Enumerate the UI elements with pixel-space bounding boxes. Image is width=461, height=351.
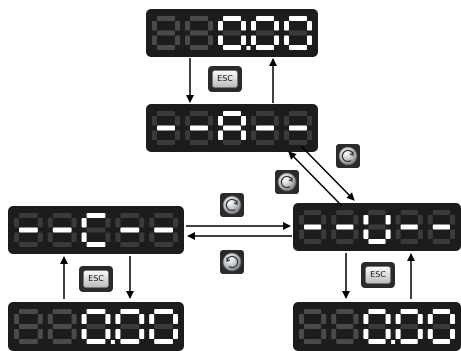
digit-2 [185,16,213,50]
digit-2 [47,213,77,247]
digit-5 [149,309,178,344]
digit-3 [81,309,115,344]
display-bottom-left [8,302,184,351]
digit-1 [14,213,43,247]
display-mode-u [293,203,461,251]
decimal-point [246,46,251,50]
digit-4 [251,16,279,50]
segment-digits [152,111,312,145]
segment-digits [14,213,178,247]
digit-1 [152,16,180,50]
esc-button-left[interactable]: ESC [79,266,113,292]
decimal-point [110,340,115,344]
knob-rotate-icon[interactable] [220,193,244,217]
digit-4 [251,111,279,145]
digit-2 [331,210,359,244]
digit-1 [152,111,180,145]
knob-rotate-icon[interactable] [220,250,244,274]
digit-4 [395,309,423,344]
digit-1 [299,210,327,244]
digit-5 [284,16,312,50]
digit-4 [395,210,423,244]
digit-1 [299,309,327,344]
digit-3 [363,210,391,244]
segment-digits [299,210,455,244]
digit-2 [331,309,359,344]
display-mode-c [8,206,184,254]
display-top [146,9,318,57]
digit-2 [47,309,77,344]
knob-graphic [338,146,358,166]
digit-5 [284,111,312,145]
digit-1 [14,309,43,344]
esc-button-top[interactable]: ESC [208,66,242,92]
digit-2 [185,111,213,145]
decimal-point [391,340,396,344]
esc-button-label: ESC [365,266,391,284]
digit-4 [115,309,145,344]
esc-button-label: ESC [83,270,109,288]
knob-graphic [277,172,297,192]
digit-5 [427,210,455,244]
knob-rotate-icon[interactable] [275,170,299,194]
knob-graphic [222,252,242,272]
digit-3 [218,16,251,50]
segment-digits [152,16,312,50]
segment-digits [14,309,178,344]
digit-4 [115,213,145,247]
digit-5 [149,213,178,247]
display-mode-a [146,104,318,152]
digit-3 [363,309,396,344]
knob-graphic [222,195,242,215]
segment-digits [299,309,455,344]
digit-3 [218,111,246,145]
digit-3 [81,213,111,247]
esc-button-label: ESC [212,70,238,88]
knob-rotate-icon[interactable] [336,144,360,168]
digit-5 [427,309,455,344]
display-bottom-right [293,302,461,351]
esc-button-right[interactable]: ESC [361,262,395,288]
